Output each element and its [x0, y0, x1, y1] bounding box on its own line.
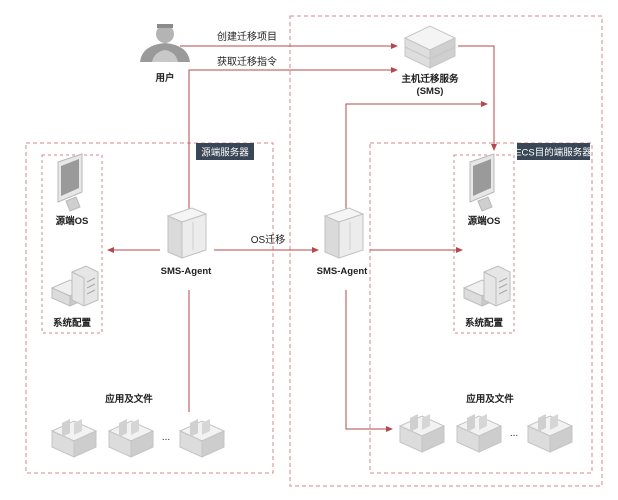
source-os-label: 源端OS — [56, 215, 89, 227]
svg-text:ECS目的端服务器: ECS目的端服务器 — [515, 147, 592, 159]
target-app-icon-2 — [455, 414, 503, 453]
source-apps-label: 应用及文件 — [105, 393, 153, 405]
label-create-project: 创建迁移项目 — [217, 30, 277, 43]
sms-service-label-line1: 主机迁移服务 — [401, 73, 459, 85]
arrow-target-agent-to-sms — [345, 101, 488, 210]
source-os-group — [41, 154, 103, 334]
target-os-monitor-icon — [469, 153, 495, 212]
user-label: 用户 — [154, 72, 174, 84]
source-os-monitor-icon — [57, 153, 83, 212]
source-app-icon-3 — [178, 419, 226, 458]
source-apps-ellipsis: ... — [162, 432, 170, 443]
source-app-icon-1 — [50, 419, 98, 458]
target-config-label: 系统配置 — [465, 317, 504, 329]
source-server-region — [25, 142, 274, 474]
source-app-icon-2 — [107, 419, 155, 458]
target-server-tag: ECS目的端服务器 — [515, 143, 592, 160]
target-config-icon — [462, 265, 511, 307]
target-apps-label: 应用及文件 — [466, 393, 514, 405]
cloud-region — [289, 15, 603, 487]
label-os-migrate: OS迁移 — [251, 233, 285, 246]
source-config-icon — [50, 265, 99, 307]
svg-text:源端服务器: 源端服务器 — [201, 147, 249, 159]
sms-service-icon — [403, 25, 457, 69]
target-os-group — [453, 154, 515, 334]
target-app-icon-1 — [398, 414, 446, 453]
source-agent-label: SMS-Agent — [161, 266, 213, 277]
arrow-sms-to-target — [458, 45, 497, 151]
source-server-tag: 源端服务器 — [196, 143, 254, 160]
target-os-label: 源端OS — [468, 215, 501, 227]
source-agent-icon — [166, 207, 208, 259]
target-agent-label: SMS-Agent — [317, 266, 369, 277]
target-apps-ellipsis: ... — [510, 428, 518, 439]
source-config-label: 系统配置 — [53, 317, 92, 329]
arrow-target-agent-to-apps — [345, 290, 393, 432]
target-server-region — [369, 142, 593, 474]
arrow-get-commands — [188, 67, 398, 210]
label-get-commands: 获取迁移指令 — [217, 55, 277, 68]
sms-service-label-line2: (SMS) — [417, 86, 444, 97]
target-app-icon-3 — [526, 414, 574, 453]
user-icon — [140, 24, 190, 62]
target-agent-icon — [323, 207, 365, 259]
